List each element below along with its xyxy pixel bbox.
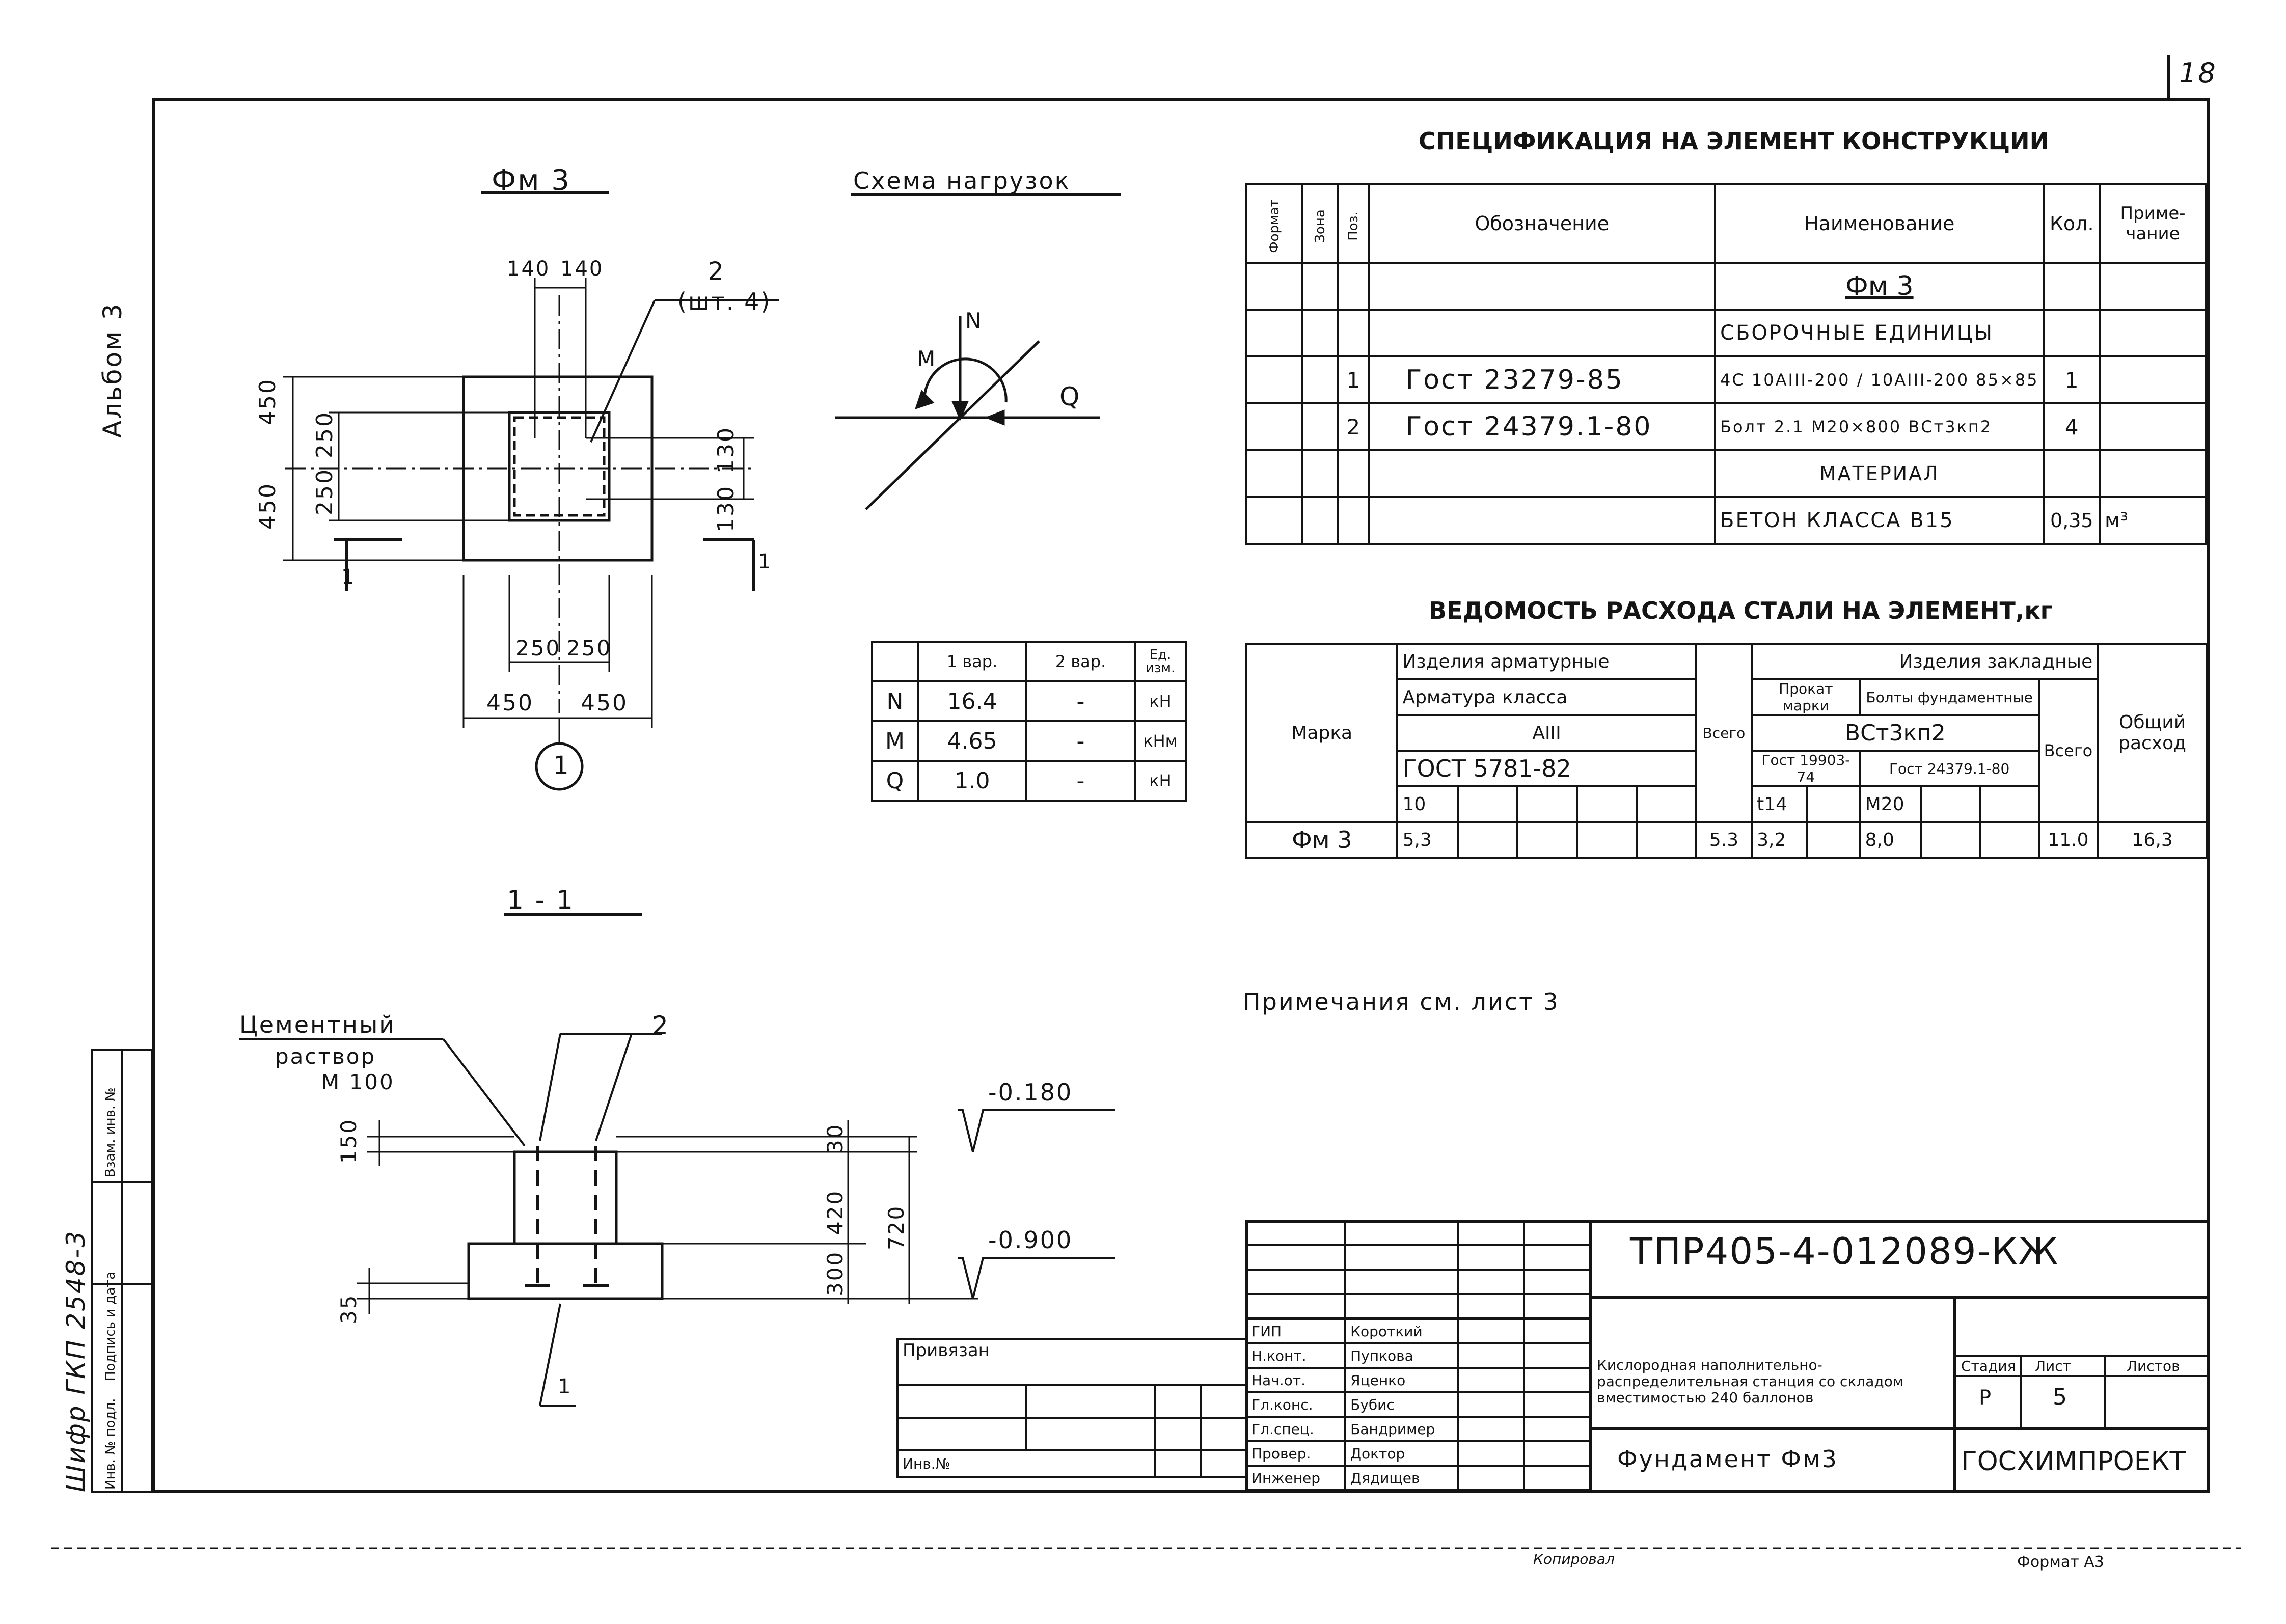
plan-dim-bottom-outer-2: 450	[581, 690, 628, 716]
section-dim-30: 30	[823, 1123, 848, 1153]
plan-callout-number: 2	[708, 257, 725, 286]
sig-row-6: Провер.Доктор	[1245, 1440, 1591, 1467]
doc-code: ТПР405-4-012089-КЖ	[1630, 1230, 2059, 1273]
plan-dim-bottom-inner-2: 250	[566, 636, 612, 660]
plan-dim-left-2: 450	[255, 482, 281, 530]
scheme-title: Схема нагрузок	[853, 167, 1071, 195]
plan-dim-right-1: 130	[713, 426, 739, 474]
format-label: Формат А3	[2017, 1553, 2104, 1571]
sig-row-4: Гл.конс.Бубис	[1245, 1391, 1591, 1418]
sheet-header: Лист	[2035, 1358, 2071, 1374]
plan-dim-top-2: 140	[560, 257, 604, 281]
plan-dim-top-1: 140	[507, 257, 551, 281]
notes: Примечания см. лист 3	[1243, 988, 1560, 1015]
copied-label: Копировал	[1533, 1551, 1615, 1567]
stage-header: Стадия	[1961, 1358, 2016, 1374]
plan-dim-left-1: 450	[255, 378, 281, 425]
sig-row-2: Н.конт.Пупкова	[1245, 1342, 1591, 1369]
scheme-label-q: Q	[1059, 382, 1081, 411]
section-dim-720: 720	[884, 1204, 909, 1250]
scheme-label-n: N	[965, 308, 983, 333]
plan-dim-right-2: 130	[713, 485, 739, 532]
plan-callout-qty: (шт. 4)	[677, 288, 772, 315]
plan-section-mark-right: 1	[758, 550, 773, 573]
spec-group: Фм 3	[1714, 262, 2045, 311]
steel-row-fm3: Фм 3 5,3 5.3 3,2 8,0 11.0 16,3	[1245, 821, 2208, 859]
section-footing	[467, 1242, 664, 1300]
attached-block: Привязан Инв.№	[896, 1338, 1247, 1478]
scheme-label-m: M	[917, 346, 937, 371]
sheet-value: 5	[2053, 1384, 2067, 1410]
spec-materials: МАТЕРИАЛ	[1714, 449, 2045, 498]
spec-material-row: БЕТОН КЛАССА В15 0,35 м³	[1245, 496, 2207, 545]
steel-table: Марка Изделия арматурные Всего Изделия з…	[1245, 643, 2208, 859]
spec-assemblies: СБОРОЧНЫЕ ЕДИНИЦЫ	[1714, 309, 2045, 357]
revision-grid	[1245, 1220, 1591, 1319]
sig-row-3: Нач.от.Яценко	[1245, 1367, 1591, 1393]
spec-table: Формат Зона Поз. Обозначение Наименовани…	[1245, 183, 2207, 545]
plan-dim-inner-2: 250	[312, 468, 338, 515]
section-dim-300: 300	[823, 1250, 848, 1296]
spec-row-2: 2 Гост 24379.1-80 Болт 2.1 М20×800 ВСт3к…	[1245, 402, 2207, 451]
drawing-name: Фундамент Фм3	[1617, 1445, 1838, 1473]
section-dim-35: 35	[336, 1293, 361, 1324]
steel-title: ВЕДОМОСТЬ РАСХОДА СТАЛИ НА ЭЛЕМЕНТ,кг	[1429, 597, 2053, 624]
section-dim-150: 150	[336, 1118, 361, 1164]
section-mark: 1	[558, 1375, 573, 1398]
section-mortar-1: Цементный	[239, 1011, 396, 1038]
section-dim-420: 420	[823, 1189, 848, 1235]
section-level-bottom: -0.900	[988, 1226, 1073, 1254]
plan-dim-bottom-outer-1: 450	[486, 690, 534, 716]
section-title: 1 - 1	[507, 885, 575, 916]
plan-section-mark-left: 1	[341, 565, 356, 589]
spec-row-1: 1 Гост 23279-85 4С 10АIII-200 / 10АIII-2…	[1245, 355, 2207, 404]
spec-title: СПЕЦИФИКАЦИЯ НА ЭЛЕМЕНТ КОНСТРУКЦИИ	[1419, 127, 2050, 155]
section-mortar-3: М 100	[321, 1069, 395, 1094]
sig-row-5: Гл.спец.Бандример	[1245, 1416, 1591, 1442]
organization: ГОСХИМПРОЕКТ	[1961, 1446, 2186, 1477]
section-level-top: -0.180	[988, 1079, 1073, 1106]
section-mortar-2: раствор	[275, 1044, 376, 1069]
plan-axis-label: 1	[553, 751, 570, 780]
section-column	[513, 1150, 618, 1245]
drawing-frame	[152, 98, 2210, 1493]
plan-dim-bottom-inner-1: 250	[515, 636, 561, 660]
object-name: Кислородная наполнительно-распределитель…	[1597, 1357, 1904, 1406]
section-callout: 2	[652, 1011, 670, 1040]
sheets-header: Листов	[2127, 1358, 2180, 1374]
plan-title: Фм 3	[492, 164, 571, 197]
page-number: 18	[2179, 57, 2217, 89]
stage-value: Р	[1979, 1386, 1992, 1410]
plan-dim-inner-1: 250	[312, 411, 338, 458]
page-number-box	[2167, 55, 2214, 98]
